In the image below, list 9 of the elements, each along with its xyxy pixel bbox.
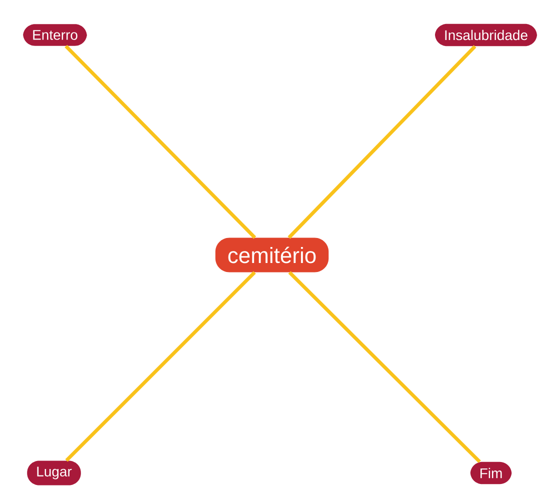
- subtopic-box: Enterro: [23, 24, 87, 46]
- subtopic-box: Lugar: [27, 460, 81, 486]
- connector-line: [288, 271, 481, 463]
- connector-line: [64, 44, 256, 239]
- connector-line: [288, 45, 476, 239]
- subtopic-box: Insalubridade: [434, 24, 538, 46]
- topic-box: cemitério: [215, 238, 329, 272]
- connector-line: [65, 271, 256, 462]
- subtopic-box: Fim: [470, 462, 512, 484]
